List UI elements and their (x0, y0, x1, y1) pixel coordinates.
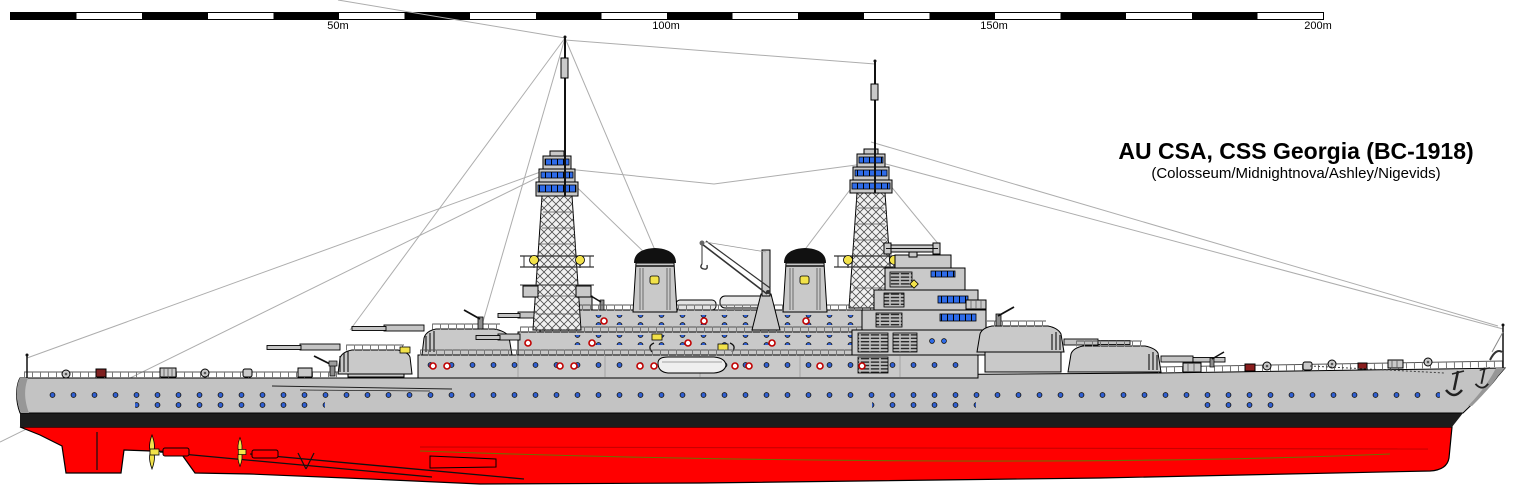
rangefinder (883, 242, 941, 258)
searchlight-platform (520, 255, 594, 268)
siren (799, 275, 810, 285)
propeller-inner (237, 436, 247, 468)
propeller-shaft-outer (159, 451, 433, 478)
fore-deck-gun (1209, 351, 1225, 368)
crows-nest (870, 83, 879, 101)
ship-credits: (Colosseum/Midnightnova/Ashley/Nigevids) (1151, 165, 1441, 182)
skylight (1387, 359, 1404, 369)
anchor-davit (1489, 350, 1503, 361)
funnel-fore (632, 248, 678, 313)
davit (649, 342, 655, 353)
bridge-superstructure (851, 242, 991, 356)
searchlight (529, 255, 539, 265)
barbette (984, 349, 1062, 373)
signal-light (909, 279, 919, 289)
title-block: AU CSA, CSS Georgia (BC-1918) (Colosseum… (1078, 138, 1514, 183)
forecastle-fittings (1182, 323, 1505, 397)
cage-mast-fore (520, 35, 594, 331)
bow-anchor-fwd (1474, 367, 1491, 389)
porthole-row-lower-mid (872, 402, 976, 412)
propeller-outer (149, 433, 160, 471)
aa-gun (463, 309, 484, 330)
bitts (1244, 363, 1256, 372)
capstan (242, 368, 253, 378)
cage-mast-aft (834, 59, 908, 309)
turret-b (976, 306, 1131, 373)
turret-y (266, 343, 413, 378)
hull (16, 356, 1507, 414)
aa-gun (995, 306, 1015, 327)
propeller-shaft-inner (249, 453, 525, 480)
gun-barrels (1160, 355, 1194, 363)
funnel-aft (782, 248, 828, 313)
crane-hook (700, 263, 708, 270)
underwater-hull (19, 426, 1453, 485)
ships-boat (657, 356, 727, 374)
scale-label-100m: 100m (652, 20, 680, 32)
aft-deck-gun (313, 355, 338, 377)
searchlight (843, 255, 853, 265)
anchor-chain (1309, 365, 1446, 374)
stern-deck-fittings (25, 353, 338, 379)
rigging-lines (0, 0, 1504, 443)
gun-barrels (299, 343, 341, 351)
deck-box (297, 367, 313, 378)
scale-label-150m: 150m (980, 20, 1008, 32)
scale-label-200m: 200m (1304, 20, 1332, 32)
gun-barrels (383, 324, 425, 332)
bilge-keel (419, 450, 1391, 462)
turret-a (1067, 340, 1226, 373)
bow-anchor-aft (1445, 370, 1465, 397)
boat-boom (271, 385, 453, 390)
porthole-row-lower-aft (135, 402, 325, 412)
bitts (95, 368, 107, 378)
porthole-row-lower-fwd (1192, 402, 1278, 412)
turret-x (351, 309, 513, 356)
casemate-guns-aft (475, 311, 537, 341)
boot-topping-stripe (20, 413, 1463, 427)
searchlight (575, 255, 585, 265)
scale-bar (10, 12, 1324, 20)
ship-title: AU CSA, CSS Georgia (BC-1918) (1118, 138, 1474, 164)
scale-label-50m: 50m (327, 20, 349, 32)
winch (1182, 362, 1202, 373)
siren (649, 275, 660, 285)
crows-nest (560, 57, 569, 79)
porthole-row-main (40, 390, 1440, 400)
boat-crane (699, 240, 781, 331)
